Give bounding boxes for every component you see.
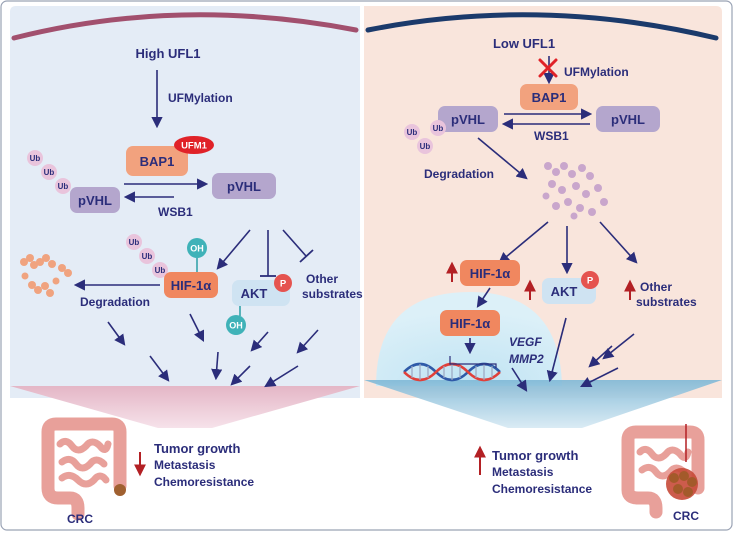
right-title: Low UFL1 <box>493 36 555 51</box>
dna-icon <box>403 356 501 382</box>
left-wsb1-label: WSB1 <box>158 205 193 219</box>
right-akt-label: AKT <box>551 284 578 299</box>
left-pvhl-label: pVHL <box>227 179 261 194</box>
right-p-label: P <box>587 276 594 287</box>
left-hif-label: HIF-1α <box>171 278 212 293</box>
right-convergence-arrows <box>511 317 635 392</box>
ufm1-label: UFM1 <box>181 141 208 152</box>
right-hif-label: HIF-1α <box>470 266 511 281</box>
hif-nuclear-entry-arrow <box>476 287 491 308</box>
vegf-label: VEGF <box>509 335 542 349</box>
left-bap1-box <box>126 146 188 176</box>
right-bap1-box <box>520 84 578 110</box>
right-process-label: UFMylation <box>564 65 629 79</box>
ub-label: Ub <box>420 142 431 151</box>
left-funnel <box>10 386 360 428</box>
right-crc-label: CRC <box>673 509 699 523</box>
left-bap1-label: BAP1 <box>140 154 175 169</box>
left-p-label: P <box>280 279 287 290</box>
right-pvhl-box <box>596 106 660 132</box>
ub-label: Ub <box>58 182 69 191</box>
pvhl-to-hif-arrow <box>216 229 251 270</box>
left-p-circle <box>274 274 292 292</box>
left-other-1: Other <box>306 272 338 286</box>
left-hif-ub-chain: Ub Ub Ub <box>126 234 168 278</box>
left-header-arc <box>11 12 359 41</box>
left-akt-oh-circle <box>226 315 246 335</box>
right-outcome-2: Metastasis <box>492 465 554 479</box>
right-funnel <box>364 380 722 428</box>
nuclear-hif-box <box>440 310 500 336</box>
left-oh-label: OH <box>190 244 204 254</box>
ub-label: Ub <box>44 168 55 177</box>
pvhl-inhibits-other <box>282 229 307 257</box>
right-pvhl-ub-label: pVHL <box>451 112 485 127</box>
right-protein-fragments <box>542 162 608 220</box>
right-p-circle <box>581 271 599 289</box>
ub-label: Ub <box>433 124 444 133</box>
blocked-x-icon <box>538 58 558 78</box>
right-pvhl-label: pVHL <box>611 112 645 127</box>
left-protein-fragments <box>20 254 72 297</box>
left-other-2: substrates <box>302 287 363 301</box>
nuclear-hif-label: HIF-1α <box>450 316 491 331</box>
ub-label: Ub <box>142 252 153 261</box>
inhibition-bar <box>299 249 314 263</box>
left-panel: High UFL1 UFMylation BAP1 UFM1 Ub Ub Ub … <box>10 6 363 526</box>
ufm1-tag <box>174 136 214 154</box>
left-hif-box <box>164 272 218 298</box>
right-outcome-1: Tumor growth <box>492 448 578 463</box>
left-crc-label: CRC <box>67 512 93 526</box>
right-pvhl-ub-box <box>438 106 498 132</box>
ub-label: Ub <box>155 266 166 275</box>
left-panel-bg <box>10 6 360 398</box>
left-outcome-1: Tumor growth <box>154 441 240 456</box>
ub-label: Ub <box>407 128 418 137</box>
right-header-arc <box>365 12 719 41</box>
left-pvhl-ub-label: pVHL <box>78 193 112 208</box>
right-outcome-3: Chemoresistance <box>492 482 592 496</box>
right-other-1: Other <box>640 280 672 294</box>
left-oh-circle <box>187 238 207 258</box>
right-ub-chain: Ub Ub Ub <box>404 120 446 154</box>
right-panel: Low UFL1 UFMylation BAP1 pVHL pVHL WSB1 … <box>364 6 722 523</box>
ub-label: Ub <box>129 238 140 247</box>
left-pvhl-box <box>212 173 276 199</box>
left-pvhl-ub-box <box>70 187 120 213</box>
left-outcome-2: Metastasis <box>154 458 216 472</box>
to-hif-arrow <box>498 221 549 264</box>
left-convergence-arrows <box>107 313 319 388</box>
right-other-2: substrates <box>636 295 697 309</box>
left-colon-icon <box>41 417 127 521</box>
left-title: High UFL1 <box>136 46 201 61</box>
left-degradation-label: Degradation <box>80 295 150 309</box>
left-ub-chain: Ub Ub Ub <box>27 150 71 194</box>
left-process-label: UFMylation <box>168 91 233 105</box>
right-hif-box <box>460 260 520 286</box>
left-akt-label: AKT <box>241 286 268 301</box>
left-akt-oh-label: OH <box>229 321 243 331</box>
right-degradation-arrow <box>477 137 528 180</box>
right-wsb1-label: WSB1 <box>534 129 569 143</box>
right-colon-icon <box>621 424 705 519</box>
left-outcome-3: Chemoresistance <box>154 475 254 489</box>
nucleus <box>376 292 562 386</box>
to-other-arrow <box>599 221 638 264</box>
right-degradation-label: Degradation <box>424 167 494 181</box>
ub-label: Ub <box>30 154 41 163</box>
mmp2-label: MMP2 <box>509 352 544 366</box>
right-bap1-label: BAP1 <box>532 90 567 105</box>
